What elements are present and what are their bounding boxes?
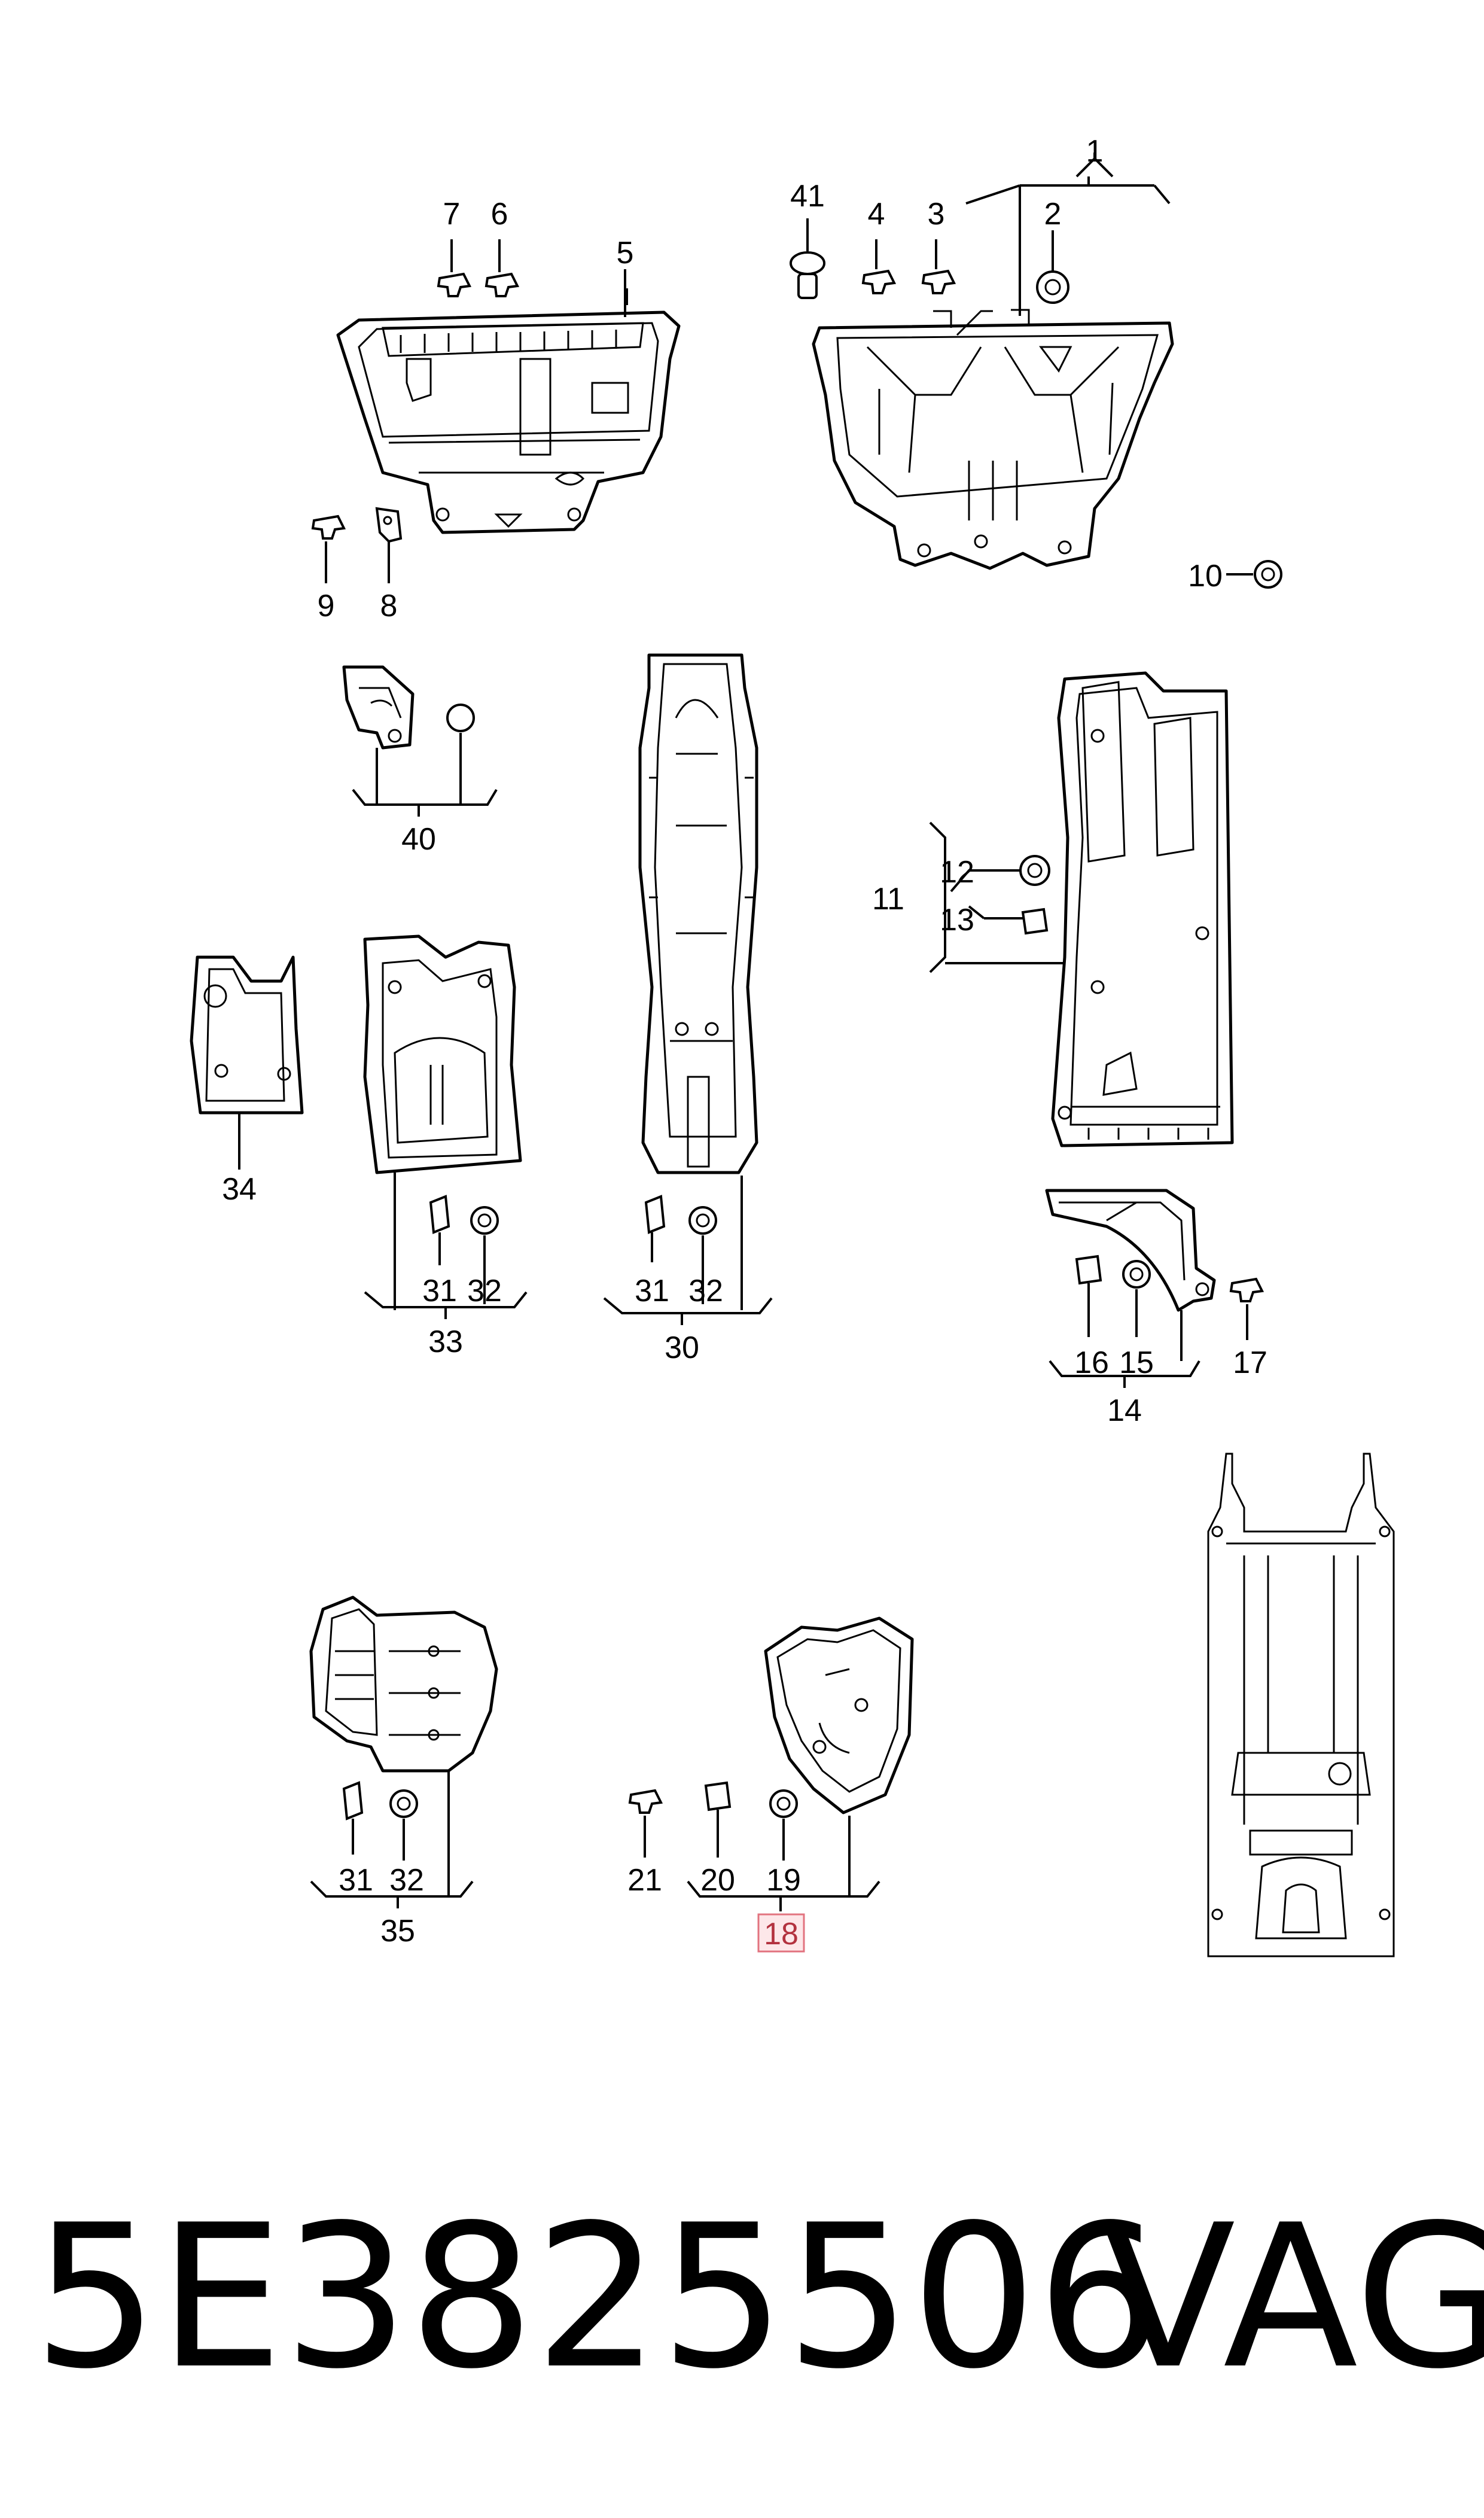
callout-31c: 31 bbox=[339, 1863, 373, 1898]
callout-32a: 32 bbox=[467, 1274, 502, 1308]
callout-11: 11 bbox=[872, 882, 904, 917]
bracket-8[interactable] bbox=[375, 507, 403, 543]
part-14-bracket[interactable] bbox=[1045, 1189, 1216, 1312]
grommet-32c[interactable] bbox=[389, 1789, 418, 1818]
underbody-overview-diagram bbox=[1207, 1453, 1395, 1957]
grommet-12[interactable] bbox=[1019, 855, 1050, 886]
part-30-center-tunnel[interactable] bbox=[638, 653, 758, 1174]
grommet-32b[interactable] bbox=[688, 1206, 717, 1235]
fastener-3[interactable] bbox=[921, 269, 956, 294]
brand-label: VAG bbox=[1101, 2182, 1484, 2412]
callout-41: 41 bbox=[790, 179, 825, 214]
callout-13: 13 bbox=[940, 903, 974, 937]
grommet-32a[interactable] bbox=[470, 1206, 499, 1235]
callout-2: 2 bbox=[1044, 197, 1062, 232]
fastener-6[interactable] bbox=[484, 272, 520, 297]
callout-labels: 1 2 3 4 41 7 6 5 9 8 10 40 11 12 13 34 3… bbox=[222, 134, 1267, 1948]
grommet-15[interactable] bbox=[1122, 1260, 1151, 1289]
callout-19: 19 bbox=[766, 1863, 801, 1898]
part-33-panel[interactable] bbox=[363, 934, 522, 1174]
clip-13[interactable] bbox=[1021, 908, 1049, 935]
callout-33: 33 bbox=[428, 1325, 463, 1359]
part-18-heat-shield[interactable] bbox=[764, 1616, 914, 1814]
callout-15: 15 bbox=[1119, 1345, 1154, 1380]
callout-31a: 31 bbox=[422, 1274, 457, 1308]
part-35-heat-shield[interactable] bbox=[309, 1596, 498, 1773]
part-number-label: 5E3825506 bbox=[33, 2182, 1163, 2412]
part-5-front-undertray[interactable] bbox=[336, 310, 681, 534]
callout-21: 21 bbox=[627, 1863, 662, 1898]
callout-40: 40 bbox=[401, 822, 436, 857]
callout-18: 18 bbox=[764, 1917, 799, 1951]
callout-32c: 32 bbox=[389, 1863, 424, 1898]
callout-5: 5 bbox=[617, 236, 634, 270]
clip-31b[interactable] bbox=[644, 1195, 666, 1234]
clip-31a[interactable] bbox=[429, 1195, 450, 1234]
part-34-panel[interactable] bbox=[190, 955, 304, 1115]
callout-32b: 32 bbox=[688, 1274, 723, 1308]
grommet-2[interactable] bbox=[1036, 270, 1069, 304]
callout-31b: 31 bbox=[635, 1274, 669, 1308]
fastener-4[interactable] bbox=[861, 269, 897, 294]
fastener-21[interactable] bbox=[628, 1789, 663, 1814]
callout-17: 17 bbox=[1233, 1345, 1267, 1380]
callout-34: 34 bbox=[222, 1172, 257, 1207]
washer-10[interactable] bbox=[1254, 560, 1282, 589]
callout-12: 12 bbox=[940, 855, 974, 890]
clip-41[interactable] bbox=[790, 251, 825, 299]
callout-14: 14 bbox=[1107, 1393, 1142, 1428]
callout-6: 6 bbox=[491, 197, 508, 232]
callout-1: 1 bbox=[1086, 134, 1104, 169]
fastener-7[interactable] bbox=[437, 272, 472, 297]
callout-4: 4 bbox=[868, 197, 885, 232]
part-11-side-panel[interactable] bbox=[1051, 671, 1234, 1147]
part-40-bracket[interactable] bbox=[342, 665, 415, 750]
clip-20[interactable] bbox=[704, 1781, 732, 1811]
part-1-main-undertray[interactable] bbox=[812, 309, 1174, 570]
callout-9: 9 bbox=[318, 589, 335, 623]
clip-16[interactable] bbox=[1075, 1255, 1102, 1285]
callout-8: 8 bbox=[380, 589, 398, 623]
grommet-40b[interactable] bbox=[446, 704, 475, 732]
callout-10: 10 bbox=[1188, 559, 1223, 593]
grommet-19[interactable] bbox=[769, 1789, 798, 1818]
callout-20: 20 bbox=[700, 1863, 735, 1898]
callout-18-highlighted[interactable]: 18 bbox=[757, 1913, 805, 1953]
fastener-9[interactable] bbox=[311, 514, 346, 540]
callout-7: 7 bbox=[443, 197, 461, 232]
fastener-17[interactable] bbox=[1229, 1277, 1264, 1302]
callout-30: 30 bbox=[665, 1330, 699, 1365]
clip-31c[interactable] bbox=[342, 1781, 364, 1820]
callout-35: 35 bbox=[380, 1914, 415, 1948]
callout-3: 3 bbox=[928, 197, 945, 232]
callout-16: 16 bbox=[1074, 1345, 1109, 1380]
